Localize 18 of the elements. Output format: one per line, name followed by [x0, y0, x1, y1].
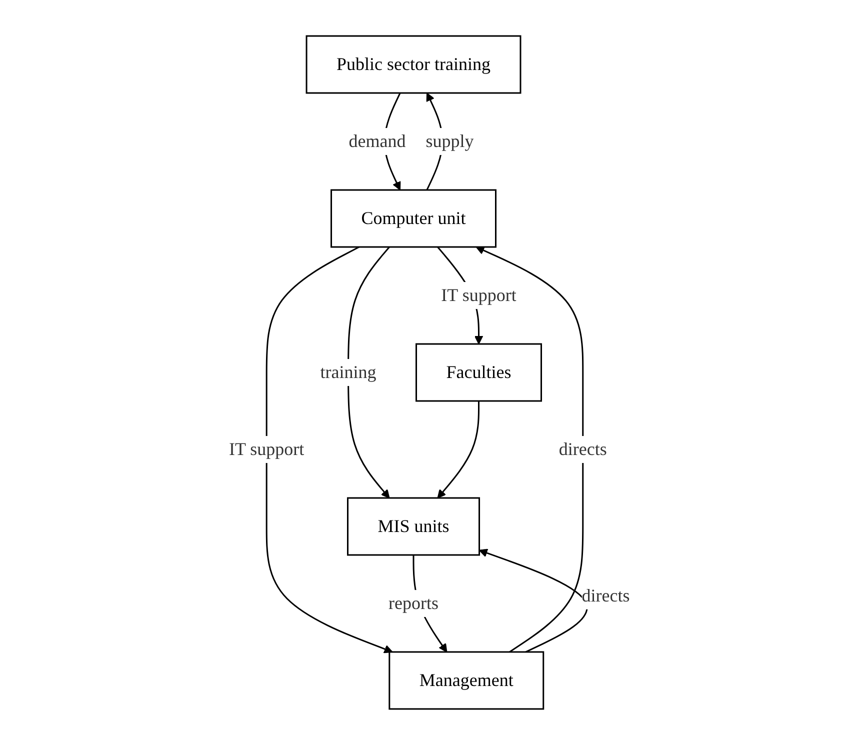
node-box: MIS units: [347, 497, 480, 556]
edge-label: directs: [558, 438, 607, 459]
arrow: [266, 246, 393, 654]
edge-label: IT support: [229, 438, 304, 459]
arrow: [348, 246, 390, 498]
node-box: Public sector training: [306, 35, 522, 94]
edge-label: directs: [582, 585, 630, 606]
edge-label: reports: [388, 592, 439, 613]
edge-label: training: [320, 362, 376, 382]
edge-label: supply: [426, 131, 474, 152]
node-box: Computer unit: [330, 189, 497, 248]
edge-label: IT support: [441, 285, 516, 306]
arrow: [476, 246, 584, 653]
arrow: [437, 401, 480, 498]
node-box: Faculties: [416, 343, 542, 402]
arrow: [478, 548, 588, 653]
node-box: Management: [388, 651, 544, 710]
edge-label: demand: [348, 131, 406, 152]
